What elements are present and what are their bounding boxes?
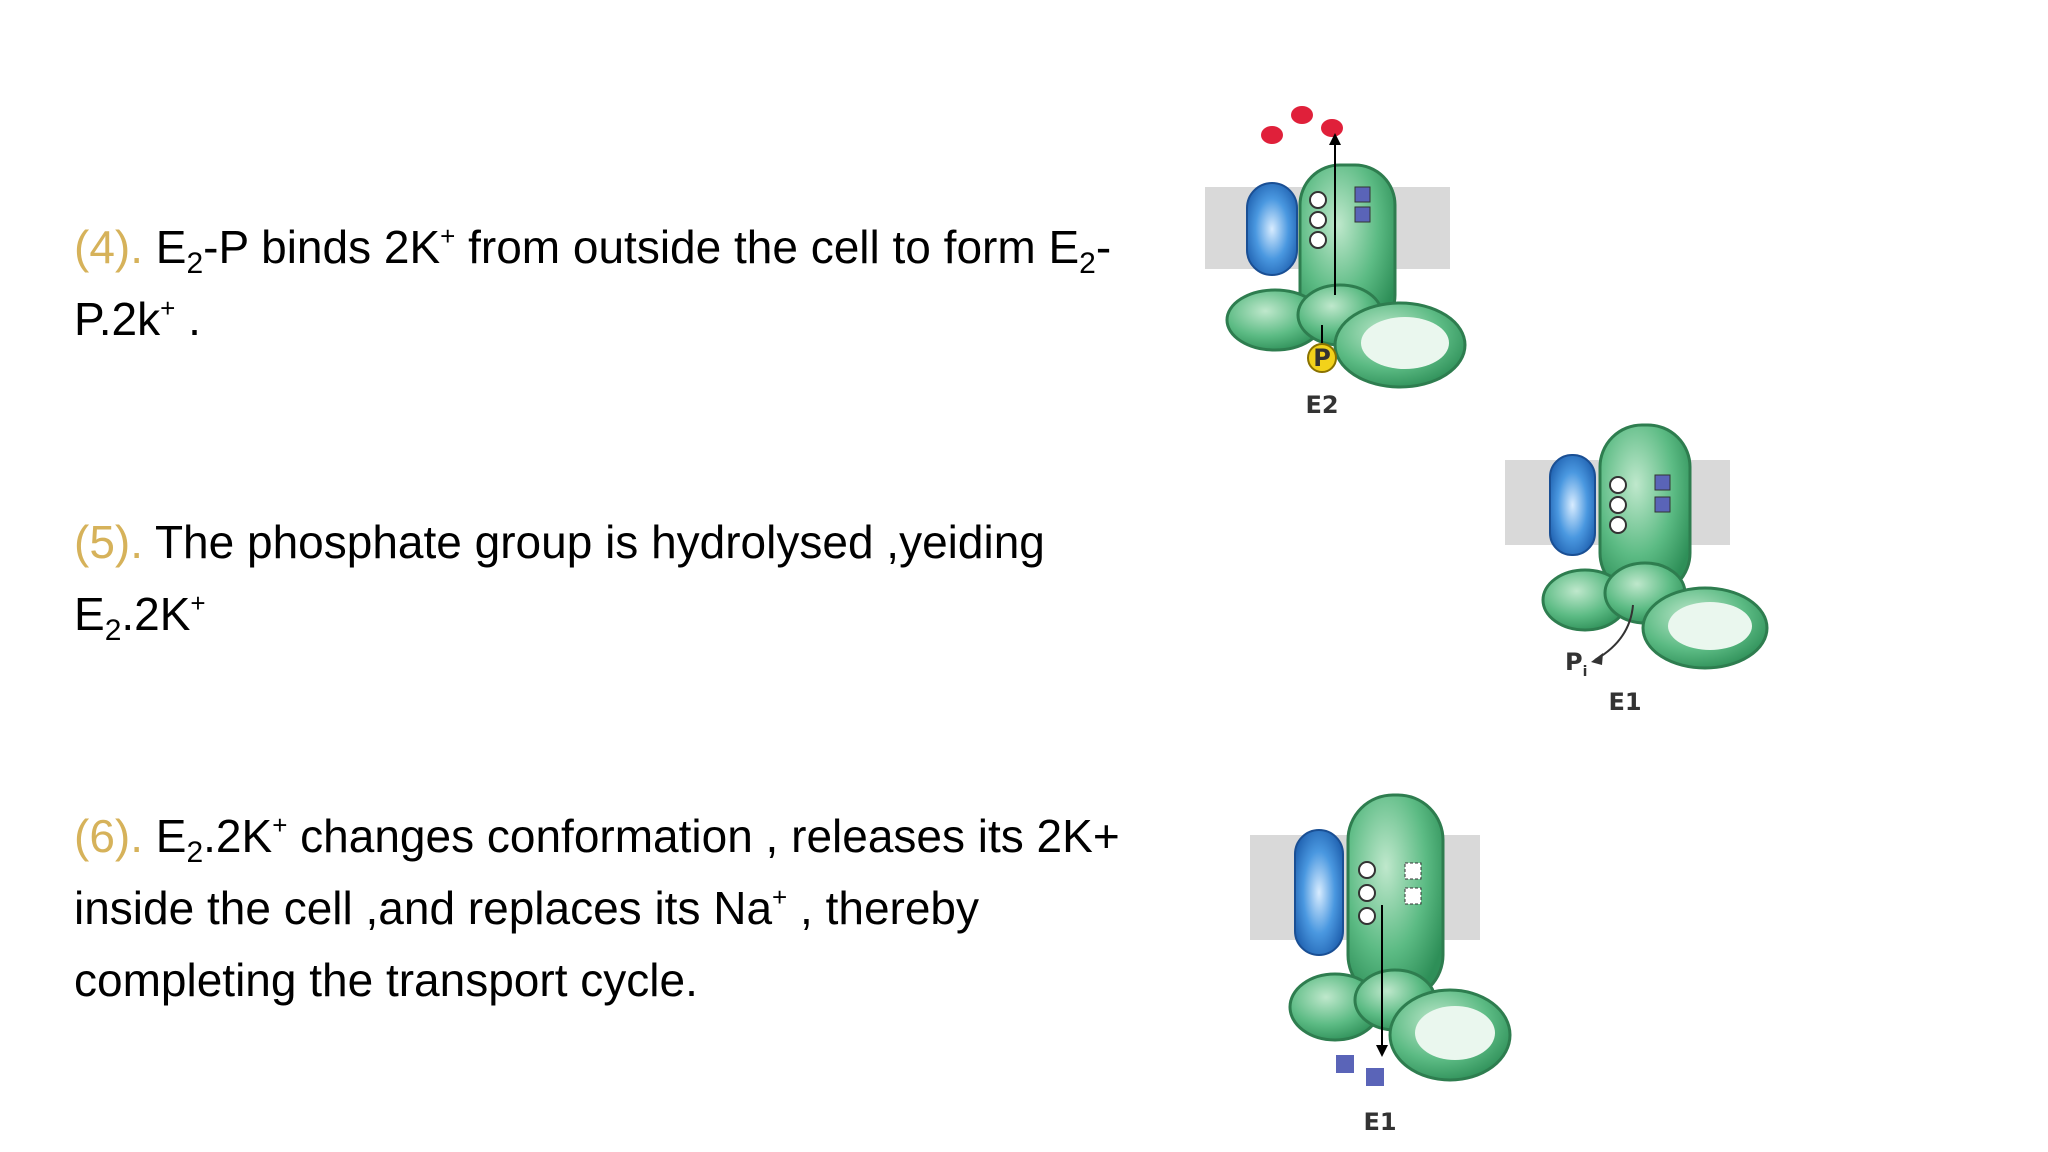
step-5-line-2: E2.2K+ [74,578,1045,650]
text-segment: inside the cell ,and replaces its Na [74,882,773,934]
pump-domain-highlight [1668,602,1752,650]
phosphate-group [1307,343,1337,373]
phosphate-label: P [1313,344,1331,372]
pump-diagram-pi-release: Pi E1 [1505,423,1769,716]
text-segment: completing the transport cycle. [74,954,698,1006]
text-segment: .2K [121,588,191,640]
binding-square [1354,206,1371,223]
binding-square [1654,474,1671,491]
text-segment: P.2k [74,293,161,345]
step-5-text: (5). The phosphate group is hydrolysed ,… [74,506,1045,650]
arrow-head [1329,133,1341,145]
text-segment: - [1095,221,1112,273]
step-6-text: (6). E2.2K+ changes conformation , relea… [74,800,1120,1016]
arrow-head [1591,653,1603,665]
binding-site-hexagons [1309,191,1327,249]
step-5-line-1: (5). The phosphate group is hydrolysed ,… [74,506,1045,578]
pump-diagram-e2: P E2 [1205,106,1467,419]
step-6-line-1: (6). E2.2K+ changes conformation , relea… [74,800,1120,872]
state-label-e1: E1 [1363,1108,1396,1136]
step-4-text: (4). E2-P binds 2K+ from outside the cel… [74,211,1111,355]
text-segment: E [155,221,187,273]
step-number: (5). [74,516,143,568]
released-blue-ion [1336,1055,1354,1073]
step-number: (4). [74,221,143,273]
superscript: + [440,221,456,251]
text-segment: changes conformation , releases its 2K+ [287,810,1120,862]
red-ion [1261,126,1283,144]
binding-site-hexagons [1358,861,1376,925]
text-segment: The phosphate group is hydrolysed ,yeidi… [154,516,1045,568]
subscript: 2 [186,247,204,280]
state-label-e1: E1 [1608,688,1641,716]
binding-square [1354,186,1371,203]
pump-diagram-e1: E1 [1250,793,1512,1136]
step-4-line-2: P.2k+ . [74,283,1111,355]
subscript: 2 [104,614,122,647]
step-6-line-2: inside the cell ,and replaces its Na+ , … [74,872,1120,944]
state-label-e2: E2 [1305,391,1338,419]
text-segment: .2K [203,810,273,862]
pump-domain-highlight [1415,1006,1495,1060]
arrow-head [1376,1045,1388,1057]
text-segment: E [155,810,187,862]
blue-subunit [1246,182,1298,276]
superscript: + [160,293,176,323]
superscript: + [272,810,288,840]
subscript: 2 [186,836,204,869]
blue-subunit [1294,829,1344,956]
binding-site-hexagons [1609,476,1627,534]
step-6-line-3: completing the transport cycle. [74,944,1120,1016]
pi-label: Pi [1565,648,1587,680]
blue-subunit [1549,454,1596,556]
red-ion [1291,106,1313,124]
red-ion [1321,119,1343,137]
subscript: 2 [1079,247,1096,280]
superscript: + [190,588,206,618]
text-segment: . [175,293,201,345]
text-segment: from outside the cell to form E [455,221,1080,273]
text-segment: -P binds 2K [203,221,441,273]
text-segment: , thereby [787,882,980,934]
empty-binding-square [1404,887,1422,905]
released-blue-ion [1366,1068,1384,1086]
superscript: + [772,882,788,912]
step-number: (6). [74,810,143,862]
step-4-line-1: (4). E2-P binds 2K+ from outside the cel… [74,211,1111,283]
binding-square [1654,496,1671,513]
pump-domain-highlight [1361,317,1449,369]
empty-binding-square [1404,862,1422,880]
text-segment: E [74,588,105,640]
